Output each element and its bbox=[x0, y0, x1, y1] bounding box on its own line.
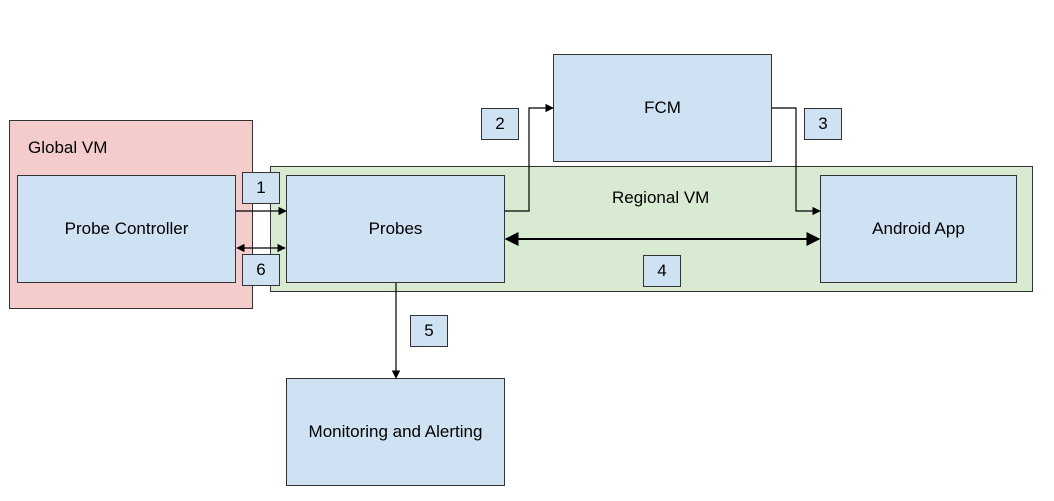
step-badge-1-label: 1 bbox=[256, 178, 266, 197]
step-badge-5-label: 5 bbox=[424, 321, 434, 340]
step-badge-3-label: 3 bbox=[818, 114, 828, 133]
step-badge-4: 4 bbox=[643, 255, 681, 287]
android-app-label: Android App bbox=[872, 219, 965, 238]
fcm-label: FCM bbox=[644, 98, 681, 117]
step-badge-5: 5 bbox=[410, 315, 448, 347]
step-badge-3: 3 bbox=[804, 108, 842, 140]
monitoring-alerting-label: Monitoring and Alerting bbox=[308, 422, 483, 441]
step-badge-6: 6 bbox=[242, 254, 280, 286]
android-app-node[interactable]: Android App bbox=[820, 175, 1017, 283]
step-badge-6-label: 6 bbox=[256, 260, 266, 279]
monitoring-alerting-node[interactable]: Monitoring and Alerting bbox=[286, 378, 505, 486]
global-vm-label: Global VM bbox=[28, 138, 108, 157]
probes-label: Probes bbox=[368, 219, 423, 238]
step-badge-2: 2 bbox=[481, 108, 519, 140]
regional-vm-label: Regional VM bbox=[612, 188, 710, 207]
fcm-node[interactable]: FCM bbox=[553, 54, 772, 162]
probe-controller-label: Probe Controller bbox=[64, 219, 189, 238]
step-badge-4-label: 4 bbox=[657, 261, 667, 280]
step-badge-2-label: 2 bbox=[495, 114, 505, 133]
probe-controller-node[interactable]: Probe Controller bbox=[17, 175, 236, 283]
probes-node[interactable]: Probes bbox=[286, 175, 505, 283]
step-badge-1: 1 bbox=[242, 172, 280, 204]
